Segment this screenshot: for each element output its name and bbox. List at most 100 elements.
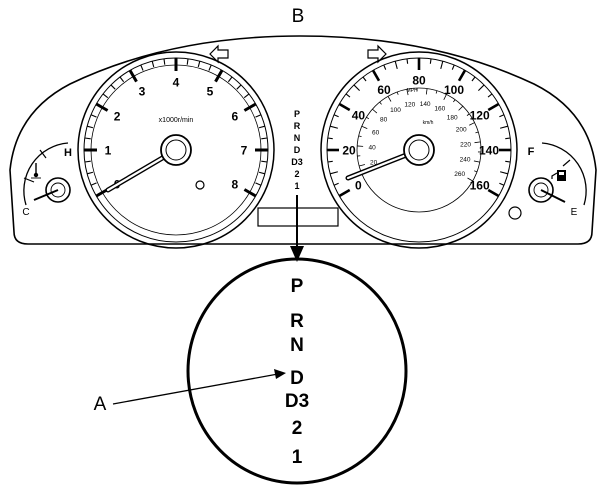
speedometer-kmh-tick	[366, 117, 369, 119]
tachometer-minor-tick	[228, 77, 232, 82]
speedometer-mph-number: 20	[342, 144, 356, 158]
gear-zoom-label: D3	[285, 391, 309, 412]
speedometer-minor-tick	[430, 59, 431, 64]
fuel-pump-icon	[552, 170, 566, 181]
speedometer-major-tick	[339, 190, 349, 196]
speedometer-kmh-tick	[453, 100, 455, 102]
tachometer-number: 8	[232, 178, 239, 192]
speedometer-minor-tick	[384, 65, 386, 70]
tachometer-unit: x1000r/min	[159, 117, 194, 124]
gear-small-label: D3	[291, 157, 303, 167]
speedometer-minor-tick	[452, 65, 454, 70]
gear-small-label: N	[294, 133, 301, 143]
speedometer-major-tick	[488, 104, 498, 110]
tachometer-minor-tick	[141, 65, 143, 71]
tachometer-major-tick	[130, 70, 137, 81]
speedometer-minor-tick	[330, 126, 338, 128]
tachometer-minor-tick	[259, 172, 265, 174]
tachometer-major-tick	[244, 190, 255, 197]
gear-small-label: 1	[294, 181, 299, 191]
speedometer-minor-tick	[328, 161, 333, 162]
right-turn-signal-icon	[368, 46, 386, 62]
speedometer-kmh-number: 140	[420, 101, 431, 108]
speedometer-minor-tick	[505, 161, 510, 162]
gear-zoom-label: N	[290, 335, 304, 356]
speedometer-mph-number: 60	[377, 83, 391, 97]
gear-small-label: R	[294, 121, 301, 131]
tachometer-major-tick	[96, 104, 107, 111]
gear-zoom-label: 1	[292, 447, 303, 468]
callout-a-arrowhead	[274, 369, 286, 379]
tachometer-minor-tick	[152, 61, 154, 67]
speedometer-minor-tick	[499, 183, 504, 185]
callout-a-label: A	[94, 394, 107, 415]
trip-reset-knob	[509, 207, 521, 219]
speedometer-minor-tick	[488, 94, 492, 97]
speedometer-minor-tick	[500, 172, 508, 174]
speedometer-kmh-unit: km/h	[423, 120, 434, 126]
speedometer-mph-number: 40	[352, 109, 366, 123]
speedometer-minor-tick	[334, 183, 339, 185]
speedometer-kmh-tick	[372, 109, 377, 113]
speedometer-mph-number: 80	[412, 74, 426, 88]
tachometer-number: 1	[105, 144, 112, 158]
gear-small-label: P	[294, 109, 300, 119]
speedometer-minor-tick	[354, 85, 360, 91]
speedometer-mph-number: 100	[444, 83, 464, 97]
speedometer-minor-tick	[472, 77, 475, 81]
tachometer-minor-tick	[255, 183, 261, 185]
gear-zoom-label: 2	[292, 418, 303, 439]
tachometer-minor-tick	[164, 59, 165, 65]
speedometer-kmh-tick	[380, 102, 382, 104]
temperature-hot-label: H	[64, 147, 72, 159]
speedometer-kmh-number: 220	[460, 141, 471, 148]
tachometer-major-tick	[244, 104, 255, 111]
speedometer-kmh-number: 240	[460, 157, 471, 164]
speedometer-kmh-tick	[362, 126, 368, 128]
tachometer-minor-tick	[259, 126, 265, 128]
speedometer-kmh-number: 40	[368, 144, 376, 151]
tachometer-number: 3	[139, 85, 146, 99]
tachometer-number: 4	[173, 76, 180, 90]
speedometer-kmh-tick	[426, 89, 427, 95]
speedometer-kmh-tick	[474, 171, 477, 172]
tachometer-minor-tick	[237, 85, 241, 89]
temperature-cold-label: C	[22, 207, 29, 218]
speedometer-kmh-tick	[436, 91, 437, 94]
speedometer-minor-tick	[330, 172, 338, 174]
tachometer-minor-tick	[91, 183, 97, 185]
tachometer-number: 5	[207, 85, 214, 99]
speedometer-kmh-tick	[474, 161, 480, 162]
speedometer-kmh-number: 200	[456, 127, 467, 134]
speedometer-minor-tick	[407, 59, 408, 64]
speedometer-kmh-tick	[469, 123, 474, 126]
fuel-full-label: F	[528, 146, 535, 158]
speedometer-kmh-tick	[359, 164, 365, 166]
tachometer-major-tick	[216, 70, 223, 81]
speedometer-major-tick	[488, 190, 498, 196]
tachometer-minor-tick	[187, 59, 188, 65]
speedometer-major-tick	[373, 70, 379, 80]
gear-small-label: D	[294, 145, 301, 155]
speedometer-kmh-tick	[397, 92, 398, 95]
speedometer-major-tick	[339, 104, 349, 110]
tachometer-number: 6	[232, 110, 239, 124]
tachometer-minor-tick	[85, 138, 91, 139]
tachometer-minor-tick	[87, 172, 93, 174]
speedometer-kmh-number: 260	[454, 171, 465, 178]
speedometer-kmh-number: 60	[372, 130, 380, 137]
gear-zoom-label: P	[291, 276, 304, 297]
speedometer-kmh-tick	[475, 132, 478, 133]
speedometer-mph-number: 0	[355, 179, 362, 193]
tachometer-number: 7	[241, 144, 248, 158]
gear-small-label: 2	[294, 169, 299, 179]
speedometer-kmh-tick	[388, 96, 391, 101]
speedometer-minor-tick	[363, 77, 366, 81]
speedometer-kmh-number: 160	[434, 105, 445, 112]
tachometer-minor-tick	[91, 115, 97, 117]
